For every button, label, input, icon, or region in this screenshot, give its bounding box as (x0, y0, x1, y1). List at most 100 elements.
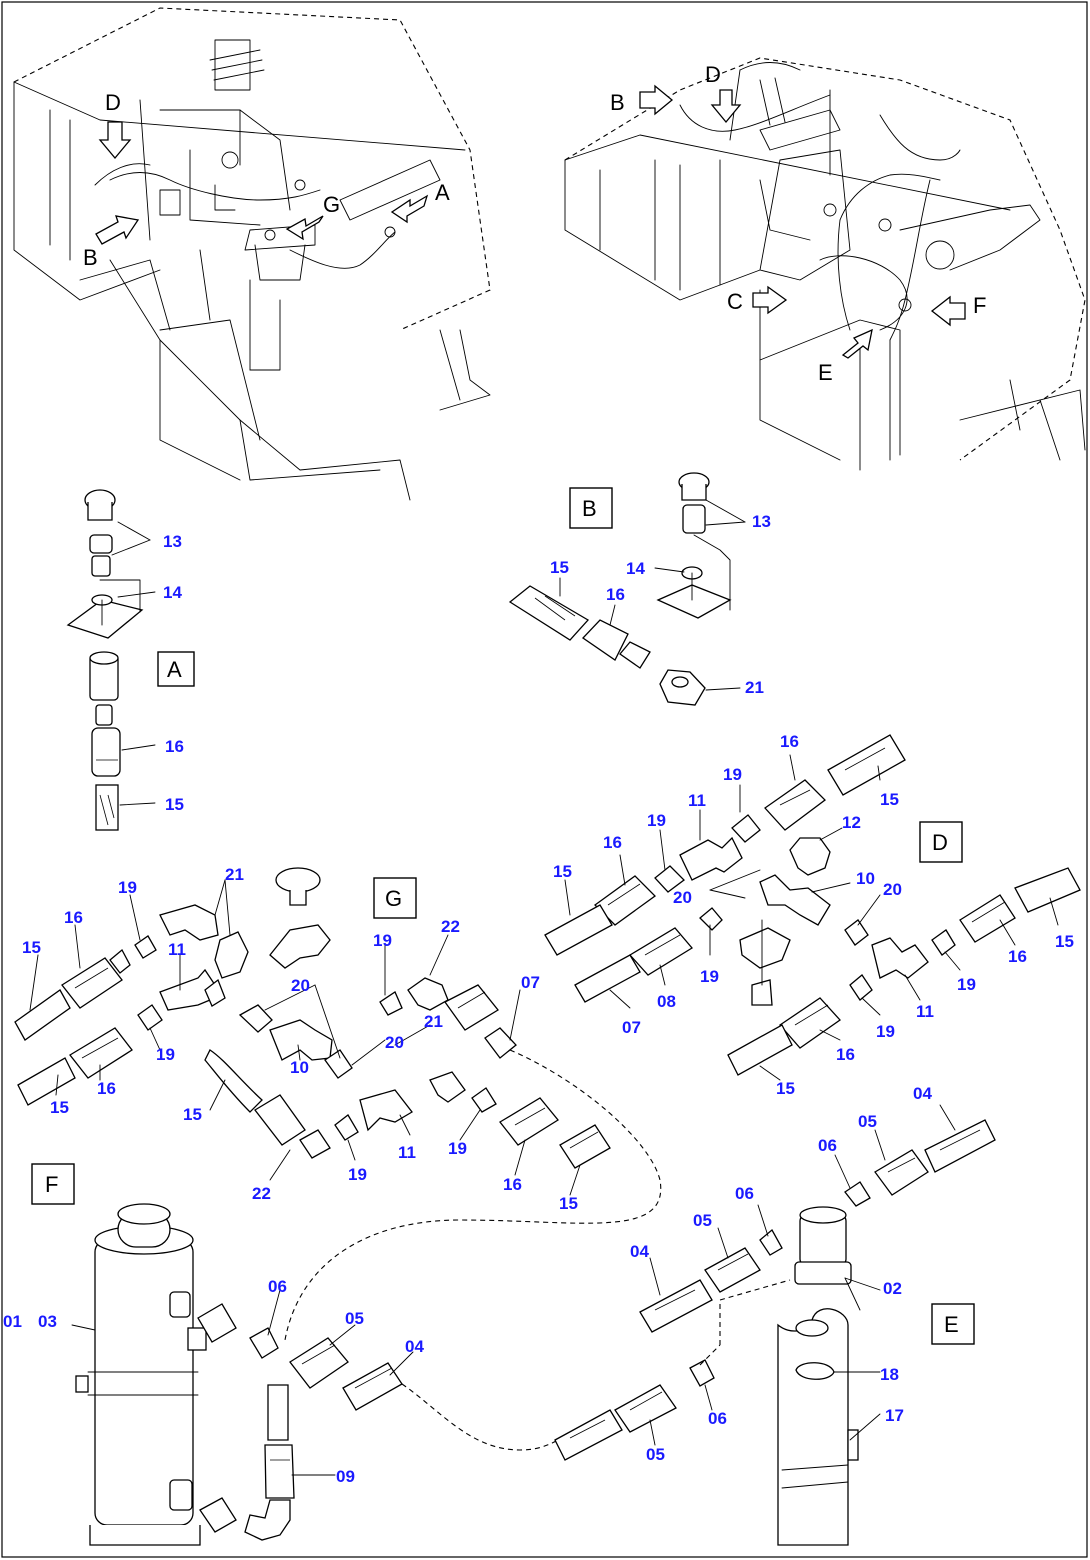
label-F-04: 04 (405, 1337, 424, 1356)
label-D-16-top: 16 (780, 732, 799, 751)
label-B-14: 14 (626, 559, 645, 578)
label-G-21-a: 21 (225, 865, 244, 884)
label-D-16-low: 16 (836, 1045, 855, 1064)
label-D-20-right: 20 (883, 880, 902, 899)
label-G-10: 10 (290, 1058, 309, 1077)
detail-label-E: E (944, 1312, 959, 1337)
label-G-11-a: 11 (168, 940, 186, 959)
label-G-19-e: 19 (448, 1139, 467, 1158)
label-G-11-b: 11 (398, 1143, 416, 1162)
label-G-15-d: 15 (559, 1194, 578, 1213)
label-D-16-left: 16 (603, 833, 622, 852)
detail-G-assembly (14, 867, 662, 1341)
label-G-16-c: 16 (503, 1175, 522, 1194)
machine-view-right (564, 57, 1086, 471)
label-D-19-mid: 19 (700, 967, 719, 986)
label-E-05-mid: 05 (693, 1211, 712, 1230)
detail-label-box-G (373, 877, 417, 919)
label-G-15-a: 15 (22, 938, 41, 957)
label-E-18: 18 (880, 1365, 899, 1384)
label-A-13: 13 (163, 532, 182, 551)
label-G-19-c: 19 (156, 1045, 175, 1064)
label-D-19-r: 19 (957, 975, 976, 994)
detail-F-assembly (71, 1203, 561, 1546)
label-G-20-a: 20 (291, 976, 310, 995)
label-G-16-a: 16 (64, 908, 83, 927)
label-B-21: 21 (745, 678, 764, 697)
detail-B-assembly (508, 472, 746, 706)
label-D-20-left: 20 (673, 888, 692, 907)
label-A-15: 15 (165, 795, 184, 814)
label-D-07: 07 (622, 1018, 641, 1037)
view-label-E-right: E (818, 360, 833, 385)
label-G-22-a: 22 (441, 917, 460, 936)
label-D-12: 12 (842, 813, 861, 832)
view-label-A-left: A (435, 180, 450, 205)
label-D-19-top: 19 (723, 765, 742, 784)
label-E-05-low: 05 (646, 1445, 665, 1464)
label-D-16-r: 16 (1008, 947, 1027, 966)
label-B-15: 15 (550, 558, 569, 577)
label-G-15-b: 15 (50, 1098, 69, 1117)
detail-label-A: A (167, 657, 182, 682)
label-F-06: 06 (268, 1277, 287, 1296)
label-A-14: 14 (163, 583, 182, 602)
detail-label-box-F (31, 1163, 75, 1205)
detail-label-B: B (582, 496, 597, 521)
detail-D-assembly (544, 734, 1081, 1081)
view-label-B-left: B (83, 245, 98, 270)
label-D-15-r: 15 (1055, 932, 1074, 951)
label-E-06-mid: 06 (735, 1184, 754, 1203)
label-G-19-b: 19 (373, 931, 392, 950)
detail-E-assembly (554, 1104, 996, 1546)
label-E-06-top: 06 (818, 1136, 837, 1155)
label-D-11-top: 11 (688, 791, 706, 810)
label-D-15-low: 15 (776, 1079, 795, 1098)
label-A-16: 16 (165, 737, 184, 756)
label-G-20-b: 20 (385, 1033, 404, 1052)
detail-A-assembly (66, 489, 156, 831)
view-label-D-left: D (105, 90, 121, 115)
label-F-05: 05 (345, 1309, 364, 1328)
label-B-16: 16 (606, 585, 625, 604)
label-G-19-a: 19 (118, 878, 137, 897)
label-G-19-d: 19 (348, 1165, 367, 1184)
detail-label-F: F (45, 1172, 58, 1197)
label-E-04-top: 04 (913, 1084, 932, 1103)
label-E-04-mid: 04 (630, 1242, 649, 1261)
label-D-15-left: 15 (553, 862, 572, 881)
view-label-B-right: B (610, 90, 625, 115)
label-F-09: 09 (336, 1467, 355, 1486)
label-G-07: 07 (521, 973, 540, 992)
label-B-13: 13 (752, 512, 771, 531)
label-E-06-low: 06 (708, 1409, 727, 1428)
label-D-10: 10 (856, 869, 875, 888)
detail-label-D: D (932, 830, 948, 855)
detail-label-box-A (157, 651, 195, 687)
label-E-05-top: 05 (858, 1112, 877, 1131)
detail-label-box-E (931, 1303, 975, 1345)
label-D-08: 08 (657, 992, 676, 1011)
label-E-02: 02 (883, 1279, 902, 1298)
label-F-01: 01 (3, 1312, 22, 1331)
label-D-15-top: 15 (880, 790, 899, 809)
label-D-11-r: 11 (916, 1002, 934, 1021)
detail-label-box-B (569, 487, 613, 529)
view-label-D-right: D (705, 62, 721, 87)
label-G-21-b: 21 (424, 1012, 443, 1031)
view-label-G-left: G (323, 192, 340, 217)
label-G-16-b: 16 (97, 1079, 116, 1098)
machine-view-left (13, 7, 491, 501)
view-label-F-right: F (973, 293, 986, 318)
label-F-03: 03 (38, 1312, 57, 1331)
label-D-19-left: 19 (647, 811, 666, 830)
label-G-15-c: 15 (183, 1105, 202, 1124)
detail-label-G: G (385, 886, 402, 911)
view-label-C-right: C (727, 289, 743, 314)
label-E-17: 17 (885, 1406, 904, 1425)
detail-label-box-D (919, 821, 963, 863)
label-G-22-b: 22 (252, 1184, 271, 1203)
label-D-19-low: 19 (876, 1022, 895, 1041)
